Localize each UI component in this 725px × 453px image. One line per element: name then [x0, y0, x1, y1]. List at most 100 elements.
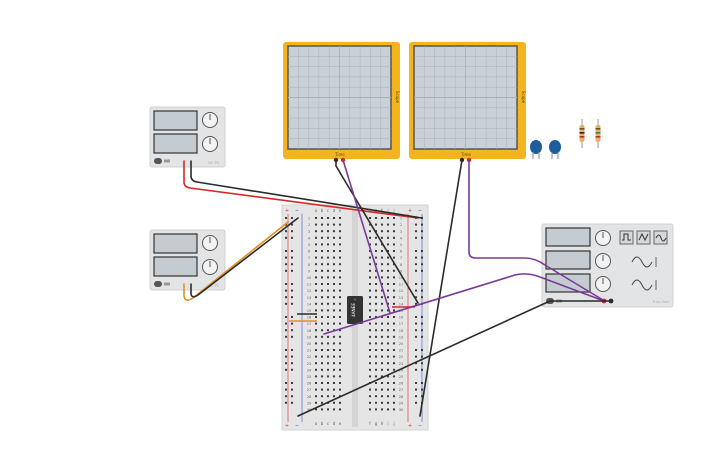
- power-supply-1-display-voltage: [153, 110, 198, 131]
- wire-funcgen-signal[interactable]: [323, 273, 605, 335]
- power-supply-1-brand: DC PS: [208, 161, 219, 165]
- capacitor-1[interactable]: [530, 140, 542, 159]
- row-number: 1: [400, 217, 402, 221]
- row-number: 11: [399, 283, 404, 287]
- row-number: 27: [399, 388, 404, 392]
- row-number: 7: [308, 256, 310, 260]
- power-supply-1[interactable]: DC PS: [149, 106, 226, 168]
- rail-plus-label: +: [285, 423, 289, 429]
- row-number: 17: [399, 322, 404, 326]
- row-number: 7: [400, 256, 402, 260]
- column-letter: j: [392, 421, 394, 426]
- column-letter: b: [321, 208, 324, 213]
- column-letter: i: [387, 421, 388, 426]
- rail-minus-label: −: [418, 423, 422, 429]
- rail-minus-label: −: [295, 423, 299, 429]
- row-number: 12: [307, 289, 312, 293]
- wire-scope2-ground[interactable]: [419, 159, 463, 417]
- column-letter: g: [375, 421, 378, 426]
- row-number: 20: [307, 342, 312, 346]
- power-supply-2-power-switch[interactable]: [154, 281, 162, 287]
- row-number: 22: [399, 355, 404, 359]
- wire-ps2-negative[interactable]: [190, 217, 299, 298]
- wire-funcgen-ground[interactable]: [297, 300, 612, 417]
- row-number: 22: [307, 355, 312, 359]
- power-supply-1-power-switch[interactable]: [154, 158, 162, 164]
- power-supply-2-display-voltage: [153, 233, 198, 254]
- resistor-1[interactable]: [579, 119, 585, 148]
- oscilloscope-1[interactable]: Scope Time: [283, 42, 400, 163]
- row-number: 28: [307, 395, 312, 399]
- ic-chip[interactable]: 4ANEE: [347, 296, 363, 324]
- oscilloscope-2[interactable]: Scope Time: [409, 42, 526, 163]
- row-number: 21: [399, 349, 404, 353]
- oscilloscope-1-time-label: Time: [334, 152, 345, 157]
- power-supply-2[interactable]: DC PS: [149, 229, 226, 291]
- sine-mode-icon: [631, 279, 653, 291]
- row-number: 13: [399, 296, 404, 300]
- row-number: 1: [308, 217, 310, 221]
- row-number: 6: [400, 250, 403, 254]
- row-number: 23: [307, 362, 312, 366]
- resistor-2[interactable]: [595, 119, 601, 148]
- row-number: 9: [308, 269, 311, 273]
- capacitor-2[interactable]: [549, 140, 561, 159]
- function-generator[interactable]: Func Gen: [541, 223, 674, 308]
- row-number: 16: [307, 316, 312, 320]
- row-number: 10: [399, 276, 404, 280]
- row-number: 18: [399, 329, 404, 333]
- function-generator-display-offset: [545, 273, 591, 293]
- row-number: 15: [307, 309, 312, 313]
- function-generator-brand: Func Gen: [653, 300, 669, 304]
- column-letter: d: [333, 208, 336, 213]
- row-number: 18: [307, 329, 312, 333]
- column-letter: d: [333, 421, 336, 426]
- row-number: 3: [400, 230, 402, 234]
- row-number: 19: [307, 335, 312, 339]
- power-supply-2-brand: DC PS: [208, 284, 219, 288]
- row-number: 24: [307, 368, 312, 372]
- row-number: 23: [399, 362, 404, 366]
- power-supply-2-display-current: [153, 256, 198, 277]
- row-number: 21: [307, 349, 312, 353]
- column-letter: c: [327, 421, 329, 426]
- row-number: 26: [399, 382, 404, 386]
- row-number: 8: [400, 263, 403, 267]
- square-wave-icon[interactable]: [619, 230, 634, 245]
- row-number: 9: [400, 269, 403, 273]
- row-number: 2: [400, 223, 402, 227]
- wire-scope2-probe[interactable]: [468, 159, 604, 301]
- triangle-mode-icon: [631, 256, 653, 268]
- column-letter: b: [321, 421, 324, 426]
- column-letter: h: [381, 421, 384, 426]
- wire-ps2-positive[interactable]: [183, 221, 289, 301]
- wires[interactable]: [183, 159, 612, 417]
- column-letter: c: [327, 208, 329, 213]
- row-number: 5: [400, 243, 402, 247]
- row-number: 13: [307, 296, 312, 300]
- power-supply-1-display-current: [153, 133, 198, 154]
- row-number: 30: [399, 408, 404, 412]
- column-letter: j: [392, 208, 394, 213]
- wire-ps1-negative[interactable]: [190, 160, 423, 219]
- row-number: 8: [308, 263, 311, 267]
- row-number: 16: [399, 316, 404, 320]
- row-number: 6: [308, 250, 311, 254]
- row-number: 4: [400, 236, 403, 240]
- row-number: 10: [307, 276, 312, 280]
- column-letter: a: [315, 208, 318, 213]
- row-number: 11: [307, 283, 312, 287]
- wire-ps1-positive[interactable]: [183, 160, 419, 219]
- row-number: 25: [307, 375, 312, 379]
- column-letter: e: [339, 421, 342, 426]
- row-number: 25: [399, 375, 404, 379]
- row-number: 26: [307, 382, 312, 386]
- column-letter: h: [381, 208, 384, 213]
- column-letter: e: [339, 208, 342, 213]
- rail-minus-label: −: [418, 208, 422, 214]
- wire-scope1-probe[interactable]: [342, 159, 391, 314]
- row-number: 27: [307, 388, 312, 392]
- wire-scope1-ground[interactable]: [335, 159, 419, 304]
